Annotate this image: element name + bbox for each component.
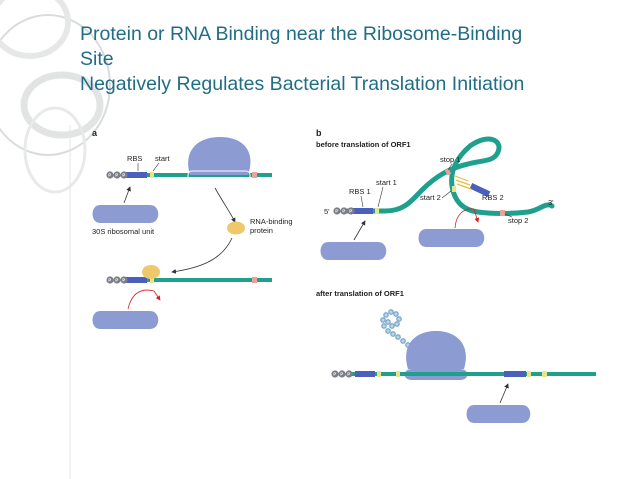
binding-protein-label-line1: RNA-binding <box>250 217 293 226</box>
panel-a-mrna-bottom: P P P <box>106 276 272 283</box>
stop-codon <box>252 172 257 178</box>
stop1-label: stop 1 <box>440 155 460 164</box>
before-heading: before translation of ORF1 <box>316 140 411 149</box>
rbs2-label: RBS 2 <box>482 193 504 202</box>
ribosome-small-subunit-b1 <box>321 242 387 260</box>
blocked-binding-arrow <box>128 290 154 309</box>
start1-codon <box>375 208 379 214</box>
five-prime-label: 5' <box>324 207 330 216</box>
panel-b-letter: b <box>316 128 322 138</box>
stop2-codon <box>500 210 505 216</box>
rbs-segment <box>126 172 147 178</box>
after-heading: after translation of ORF1 <box>316 289 404 298</box>
rbs1-label: RBS 1 <box>349 187 371 196</box>
polypeptide-chain <box>381 310 410 347</box>
panel-a-letter: a <box>92 128 98 138</box>
ribosome-small-subunit-blocked <box>93 311 159 329</box>
ribosome-small-subunit-b2 <box>419 229 485 247</box>
rna-binding-protein <box>227 222 245 235</box>
phosphate-label: P <box>115 173 118 178</box>
start1-label: start 1 <box>376 178 397 187</box>
phosphate-label: P <box>122 278 125 283</box>
start-label: start <box>155 154 171 163</box>
bound-binding-protein <box>142 265 160 279</box>
phosphate-label: P <box>347 372 350 377</box>
rbs1-segment <box>353 208 373 214</box>
ribosome-small-subunit <box>93 205 159 223</box>
ribosome-small-subunit-b3 <box>467 405 531 423</box>
phosphate-label: P <box>108 173 111 178</box>
phosphate-label: P <box>115 278 118 283</box>
phosphate-label: P <box>342 209 345 214</box>
phosphate-label: P <box>340 372 343 377</box>
three-prime-label: 3' <box>548 198 554 207</box>
binding-protein-label-line2: protein <box>250 226 273 235</box>
rbs-label: RBS <box>127 154 142 163</box>
start-codon <box>150 172 154 178</box>
stop2-label: stop 2 <box>508 216 528 225</box>
phosphate-label: P <box>108 278 111 283</box>
phosphate-label: P <box>122 173 125 178</box>
phosphate-label: P <box>335 209 338 214</box>
phosphate-label: P <box>333 372 336 377</box>
ribosome-translating <box>406 331 466 369</box>
ribosomal-unit-label: 30S ribosomal unit <box>92 227 155 236</box>
start2-codon <box>452 186 456 192</box>
phosphate-label: P <box>349 209 352 214</box>
start2-label: start 2 <box>420 193 441 202</box>
panel-b-mrna-hairpin: P P P <box>333 139 552 216</box>
ribosome-large-subunit <box>188 137 250 175</box>
